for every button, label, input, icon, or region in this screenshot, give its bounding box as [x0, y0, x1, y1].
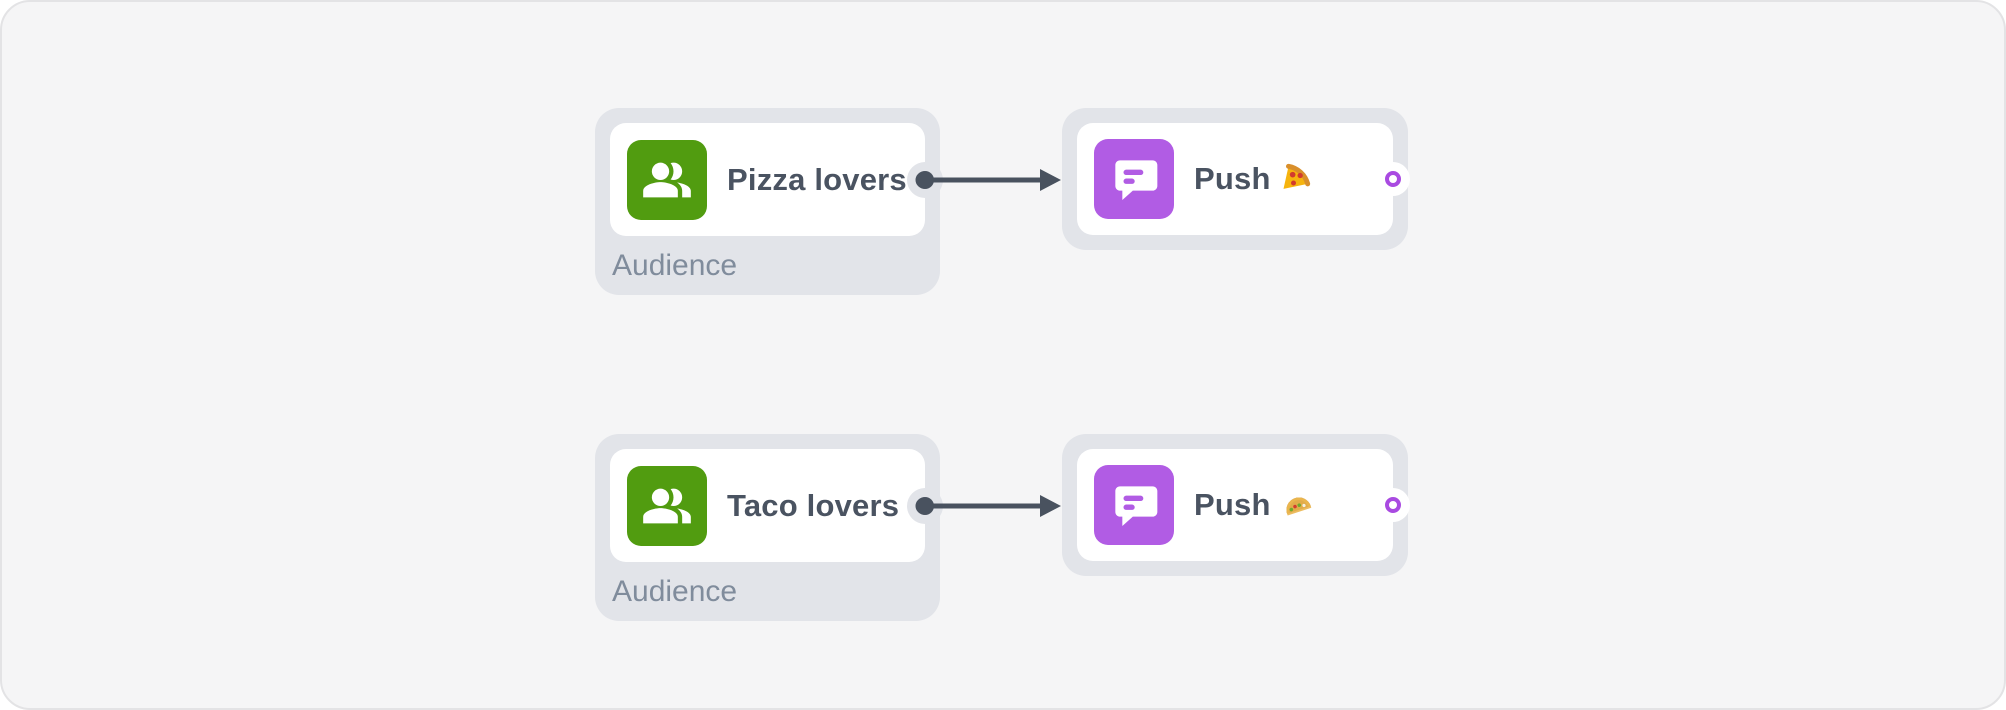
edge-arrow	[915, 490, 1065, 522]
node-title: Pizza lovers	[727, 161, 907, 197]
chat-bubble-icon	[1094, 465, 1174, 545]
edge-arrow	[915, 164, 1065, 196]
pizza-emoji	[1281, 163, 1311, 193]
input-connector-ring[interactable]	[1385, 171, 1401, 187]
input-connector-ring[interactable]	[1385, 497, 1401, 513]
push-node-taco[interactable]: Push 🌮	[1062, 434, 1410, 576]
audience-card[interactable]: Taco lovers	[610, 449, 943, 562]
node-title: Push 🍕	[1194, 161, 1311, 197]
node-title: Push 🌮	[1194, 487, 1313, 523]
push-card[interactable]: Push 🍕	[1077, 123, 1410, 235]
audience-node-pizza-lovers[interactable]: Pizza lovers Audience	[595, 108, 943, 295]
output-connector-dot[interactable]	[916, 170, 934, 189]
chat-bubble-icon	[1094, 139, 1174, 219]
push-card[interactable]: Push 🌮	[1077, 449, 1410, 561]
audience-card[interactable]: Pizza lovers	[610, 123, 943, 236]
audience-node-taco-lovers[interactable]: Taco lovers Audience	[595, 434, 943, 621]
people-icon	[627, 139, 707, 220]
node-type-label: Audience	[612, 248, 738, 282]
node-title: Taco lovers	[727, 487, 900, 523]
people-icon	[627, 465, 707, 546]
node-type-label: Audience	[612, 574, 738, 608]
taco-emoji	[1281, 488, 1313, 520]
output-connector-dot[interactable]	[916, 496, 934, 515]
push-node-pizza[interactable]: Push 🍕	[1062, 108, 1410, 250]
